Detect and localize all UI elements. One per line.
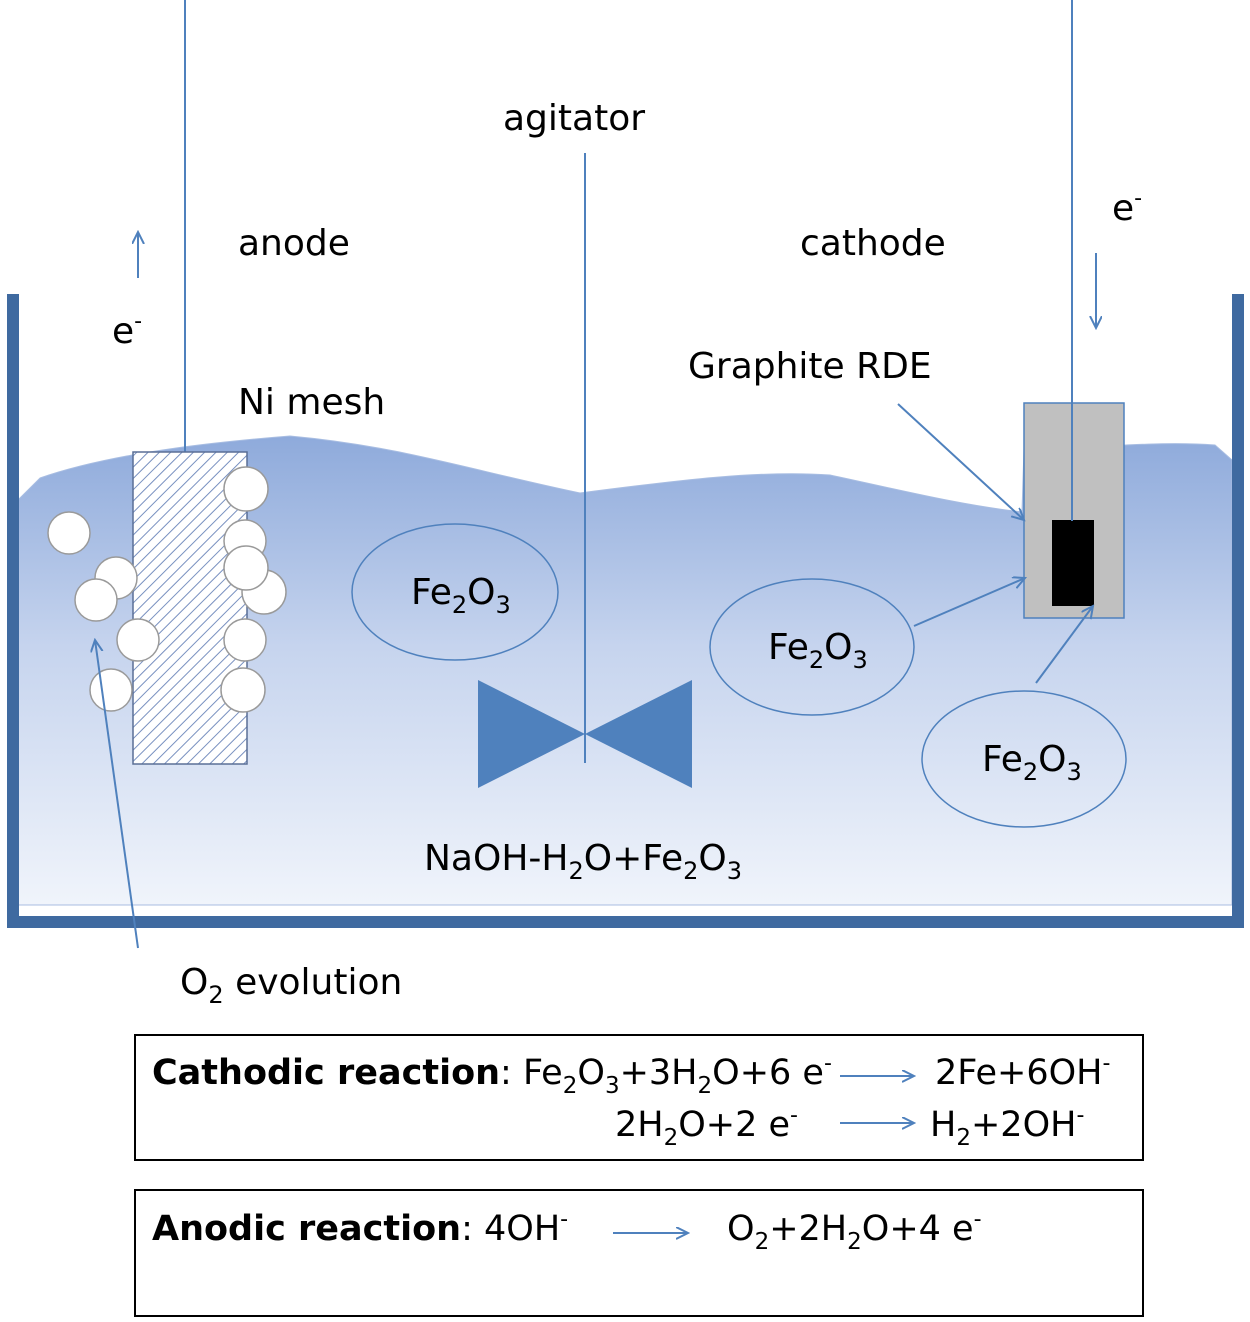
fe2o3-particle-label: Fe2O3 [982, 739, 1082, 786]
o2-evolution-pointer-arrow [95, 640, 139, 949]
graphite-rde-pointer-arrow [897, 403, 1024, 520]
particle-to-electrode-arrow [913, 578, 1025, 627]
cathode-label: cathode [800, 223, 946, 264]
graphite-rde-core [1052, 520, 1094, 606]
anodic-reaction-line: Anodic reaction: 4OH- [152, 1207, 568, 1249]
cathodic-reaction-line-2: 2H2O+2 e- [615, 1103, 798, 1151]
electron-left-label: e- [112, 309, 142, 352]
agitator-blade-right [585, 680, 692, 788]
bubble [220, 667, 266, 713]
tank-wall [7, 294, 1244, 928]
graphite-rde-label: Graphite RDE [688, 346, 932, 387]
anode-label: anode [238, 223, 350, 264]
fe2o3-particle [351, 523, 559, 661]
fe2o3-particle-label: Fe2O3 [411, 572, 511, 619]
pointer-arrows [95, 232, 1096, 949]
cathodic-reaction-line-1: Cathodic reaction: Fe2O3+3H2O+6 e- [152, 1051, 832, 1099]
electrolyte-label: NaOH-H2O+Fe2O3 [424, 838, 742, 885]
bubble [47, 511, 91, 555]
agitator-label: agitator [503, 98, 645, 139]
oxygen-bubbles [47, 466, 287, 713]
agitator-blade-left [478, 680, 585, 788]
fe2o3-particle [921, 690, 1127, 828]
electron-right-label: e- [1112, 186, 1142, 229]
bubble [223, 618, 267, 662]
cathodic-reaction-1-product: 2Fe+6OH- [935, 1051, 1110, 1093]
ni-mesh-label: Ni mesh [238, 382, 385, 423]
bubble [89, 668, 133, 712]
anodic-reaction-box [134, 1189, 1144, 1317]
bubble [116, 618, 160, 662]
cathodic-reaction-2-product: H2+2OH- [930, 1103, 1084, 1151]
o2-evolution-label: O2 evolution [180, 962, 402, 1009]
ni-mesh-electrode [132, 451, 248, 765]
anodic-reaction-product: O2+2H2O+4 e- [727, 1207, 982, 1255]
fe2o3-particle-label: Fe2O3 [768, 627, 868, 674]
cathodic-reaction-box [134, 1034, 1144, 1161]
bubble [223, 545, 269, 591]
fe2o3-particle [709, 578, 915, 716]
particle-to-electrode-arrow [1035, 606, 1093, 684]
bubble [223, 466, 269, 512]
bubble [74, 578, 118, 622]
